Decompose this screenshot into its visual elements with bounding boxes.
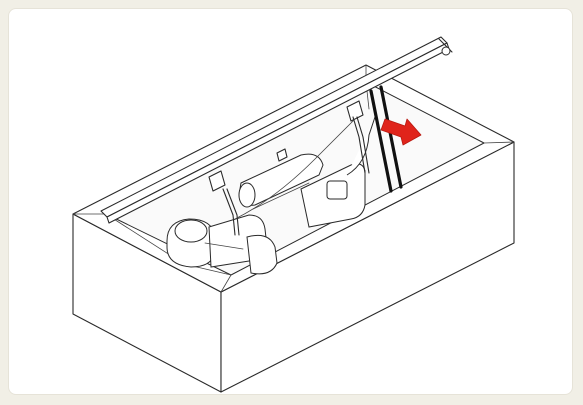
lid-prop-posts [369, 85, 403, 193]
rim-corner-right [483, 141, 515, 144]
red-arrow-icon [380, 118, 422, 146]
rim-corner-front [220, 274, 232, 293]
bathtub-illustration [72, 36, 515, 393]
drain-pipe-assembly [166, 116, 376, 275]
illustration-frame [8, 8, 573, 395]
access-lid-frame [100, 36, 453, 224]
lid-support-struts [222, 116, 370, 236]
